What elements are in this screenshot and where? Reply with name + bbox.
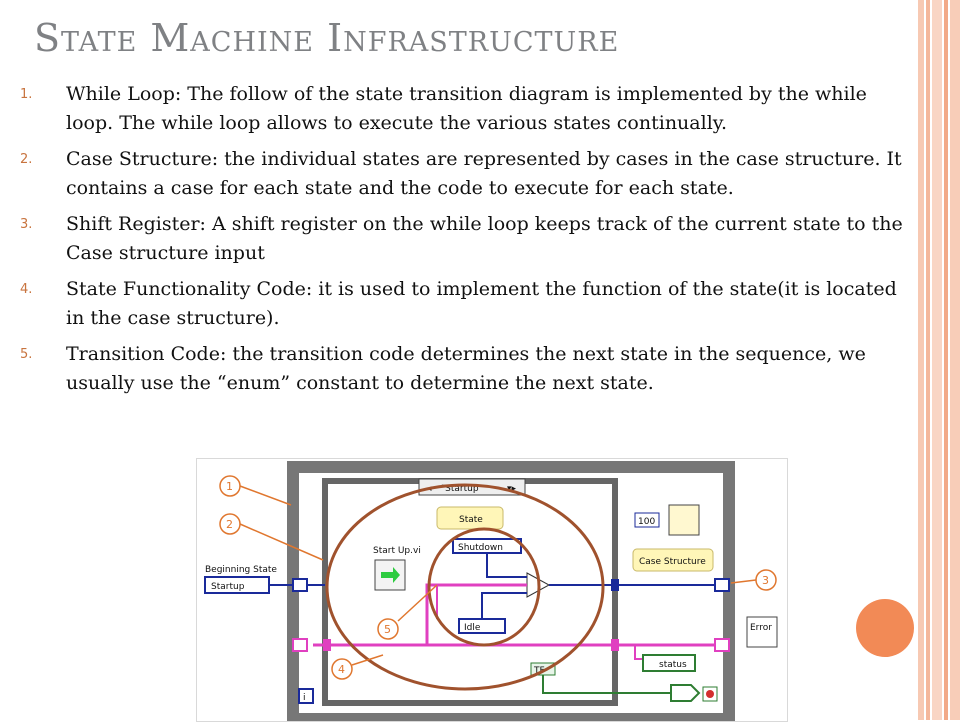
callout-number: 2 [226,518,233,531]
stop-icon [706,690,714,698]
wait-constant[interactable] [634,512,660,528]
diagram-svg: ◂ "Startup" ▾▸ State Start Up.vi Shutdow… [204,461,778,721]
startup-vi-label: Start Up.vi [373,546,421,556]
case-structure-note [632,548,714,572]
state-note [436,506,504,530]
state-functionality-ellipse [325,483,605,691]
error-handler-label: Error [750,623,772,633]
shift-register-left[interactable] [292,578,308,592]
item-number: 4. [20,282,33,297]
item-number: 2. [20,152,33,167]
list-item: 3. Shift Register: A shift register on t… [20,210,920,268]
right-border-stripes [918,0,960,720]
item-text: State Functionality Code: it is used to … [66,278,897,329]
boolean-constant-text: TF [533,666,545,676]
case-tunnel [611,639,619,651]
list-item: 5. Transition Code: the transition code … [20,340,920,398]
item-number: 3. [20,217,33,232]
callout-number: 4 [338,663,345,676]
enum-wire [481,592,527,619]
case-tunnel [611,579,619,591]
status-label: status [659,660,687,670]
idle-enum-text: Idle [464,623,481,633]
callout-number: 1 [226,480,233,493]
arrow-right-icon [381,567,400,583]
list-item: 2. Case Structure: the individual states… [20,145,920,203]
case-selector-text: "Startup" [441,484,483,494]
item-text: Case Structure: the individual states ar… [66,148,902,199]
item-text: Transition Code: the transition code det… [66,343,866,394]
decorative-circle [856,599,914,657]
callout-arrow [239,485,292,506]
case-structure-note-label: Case Structure [639,557,706,567]
beginning-state-value: Startup [211,582,245,592]
item-number: 1. [20,87,33,102]
beginning-state-label: Beginning State [205,565,277,575]
error-handler-icon[interactable] [746,616,778,648]
case-selector[interactable] [418,478,526,496]
list-item: 4. State Functionality Code: it is used … [20,275,920,333]
callout-arrow [730,579,757,584]
shift-register-right[interactable] [714,578,730,592]
boolean-wire [542,675,671,694]
callout-marker [377,618,399,640]
list-item: 1. While Loop: The follow of the state t… [20,80,920,138]
case-selector-dropdown-icon: ▾▸ [507,484,517,494]
transition-code-ellipse [427,527,541,647]
error-shift-register-right[interactable] [714,638,730,652]
callout-number: 3 [762,574,769,587]
while-loop-frame [287,461,735,721]
callout-number: 5 [384,623,391,636]
wait-timer-icon[interactable] [668,504,700,536]
shutdown-enum-text: Shutdown [458,543,503,553]
enum-wire [486,553,527,578]
callout-arrow [239,523,324,561]
error-shift-register-left[interactable] [292,638,308,652]
state-machine-diagram: ◂ "Startup" ▾▸ State Start Up.vi Shutdow… [196,458,788,722]
iteration-label: i [303,693,306,703]
iteration-terminal [298,688,314,704]
case-tunnel [323,639,331,651]
callout-marker [331,658,353,680]
state-note-label: State [459,515,483,525]
or-node[interactable] [670,684,701,702]
callout-arrow [351,654,384,666]
slide-title: State Machine Infrastructure [34,16,620,60]
unbundle-status[interactable] [642,654,696,672]
error-wire [313,583,527,647]
callout-arrow [397,584,438,622]
item-number: 5. [20,347,33,362]
item-text: Shift Register: A shift register on the … [66,213,903,264]
bullet-list: 1. While Loop: The follow of the state t… [20,80,920,405]
item-text: While Loop: The follow of the state tran… [66,83,867,134]
wait-constant-value: 100 [638,517,655,527]
